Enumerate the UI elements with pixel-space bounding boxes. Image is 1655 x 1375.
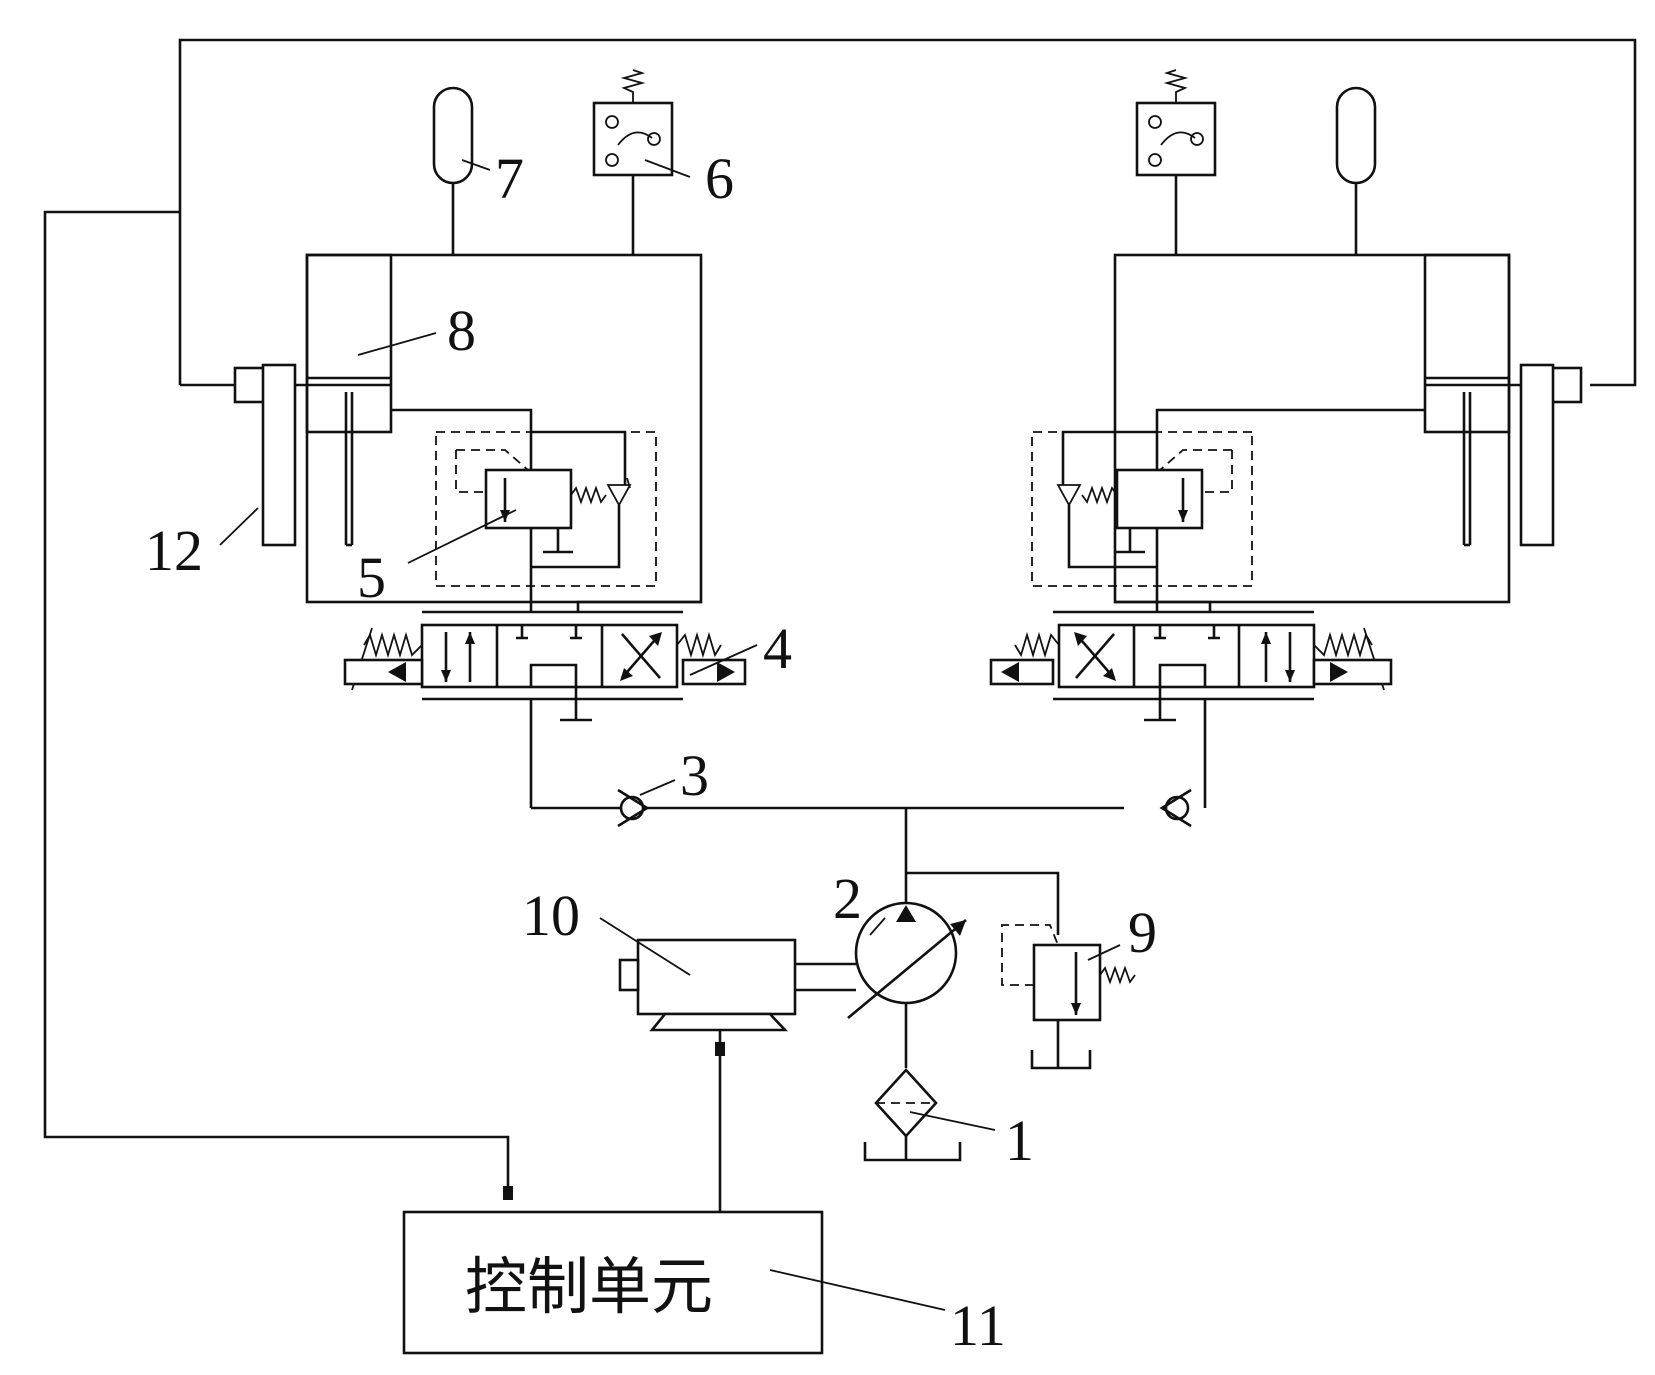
cylinder-8	[296, 253, 703, 604]
label-5: 5	[357, 545, 386, 610]
label-7: 7	[495, 146, 524, 211]
labels: 7 6 8 12 5 4 3 2 10 9 1 11	[145, 146, 1157, 1358]
motor-10	[618, 938, 856, 1032]
label-11: 11	[950, 1293, 1006, 1358]
left-actuator-assembly	[233, 69, 747, 808]
relief-valve-5	[391, 408, 701, 612]
signal-wiring	[43, 38, 1637, 1212]
accumulator-7	[432, 86, 474, 185]
label-4: 4	[763, 616, 792, 681]
label-1: 1	[1005, 1108, 1034, 1173]
control-unit-11: 控制单元	[402, 1210, 824, 1355]
right-actuator-assembly	[989, 69, 1583, 808]
leader-lines	[219, 159, 1121, 1311]
label-3: 3	[680, 743, 709, 808]
control-unit-text: 控制单元	[465, 1250, 713, 1323]
brake-12	[233, 363, 297, 547]
directional-valve-4	[343, 610, 747, 808]
label-6: 6	[705, 146, 734, 211]
label-9: 9	[1128, 900, 1157, 965]
pump-2	[847, 901, 967, 1068]
supply-line	[531, 788, 1192, 935]
label-10: 10	[522, 883, 580, 948]
filter-1	[863, 1068, 962, 1162]
relief-valve-9	[1001, 924, 1136, 1070]
pressure-switch-6	[592, 69, 674, 255]
check-valve-3-left	[617, 788, 650, 828]
label-8: 8	[447, 298, 476, 363]
label-2: 2	[833, 866, 862, 931]
label-12: 12	[145, 518, 203, 583]
check-valve-3-right	[1159, 788, 1192, 828]
